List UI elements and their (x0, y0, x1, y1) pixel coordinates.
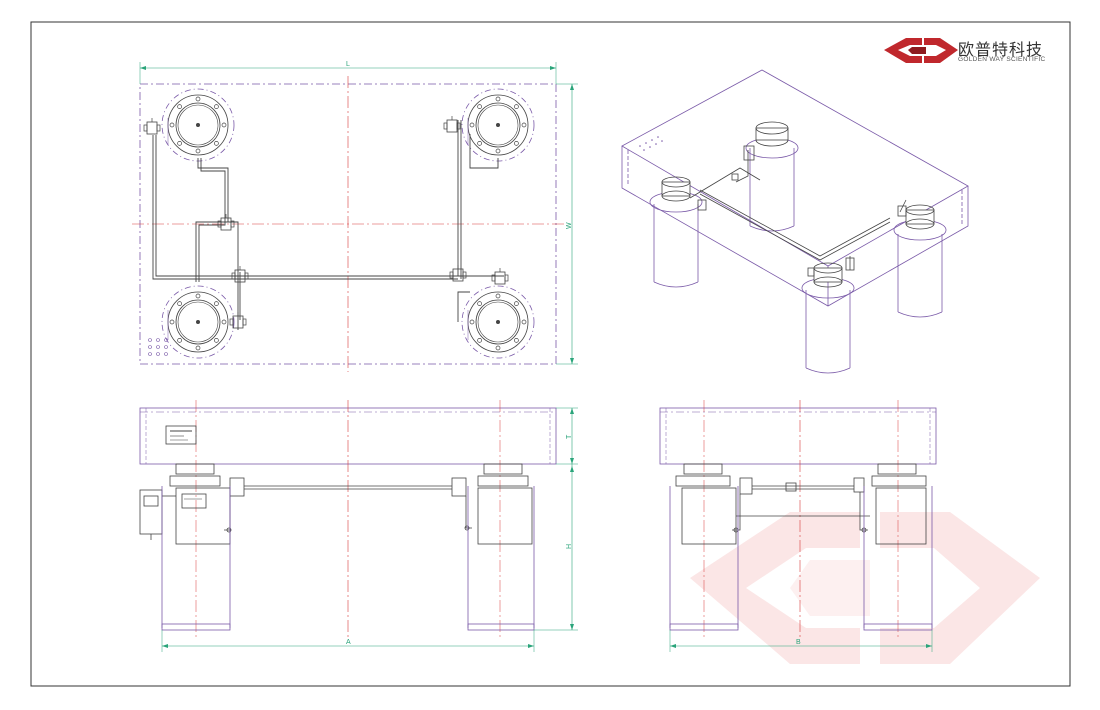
iso-vent-holes (639, 136, 663, 151)
dimension-A-label: A (346, 639, 351, 646)
watermark-logo (690, 512, 1040, 664)
brand-name-cn: 欧普特科技 (958, 40, 1044, 59)
iso-leg-front (805, 290, 851, 374)
dimension-B-label: B (796, 639, 801, 646)
iso-piping (689, 150, 907, 270)
iso-mount-right (893, 204, 947, 241)
iso-leg-rear (749, 148, 795, 232)
dimension-L-label: L (346, 61, 350, 68)
top-mount-2 (461, 88, 535, 162)
front-view: T H A (139, 400, 578, 652)
brand-logo-icon (884, 38, 958, 63)
isometric-view (621, 69, 969, 374)
top-mount-3 (161, 285, 235, 359)
brand-name-en: GOLDEN WAY SCIENTIFIC (958, 56, 1046, 63)
dimension-H-label: H (566, 544, 573, 549)
dimension-T-label: T (566, 434, 573, 439)
dimension-W-label: W (566, 222, 573, 229)
front-nameplate (165, 425, 197, 445)
top-vent-holes (148, 338, 168, 356)
top-mount-4 (461, 285, 535, 359)
iso-mount-rear (745, 121, 799, 159)
side-view: B (659, 400, 937, 652)
top-mount-1 (161, 88, 235, 162)
iso-regulators (697, 145, 907, 277)
sheet-border (30, 21, 1071, 687)
iso-mount-left (649, 176, 703, 213)
top-view: L W (132, 61, 578, 372)
iso-leg-left (653, 204, 699, 288)
iso-leg-right (897, 234, 943, 318)
